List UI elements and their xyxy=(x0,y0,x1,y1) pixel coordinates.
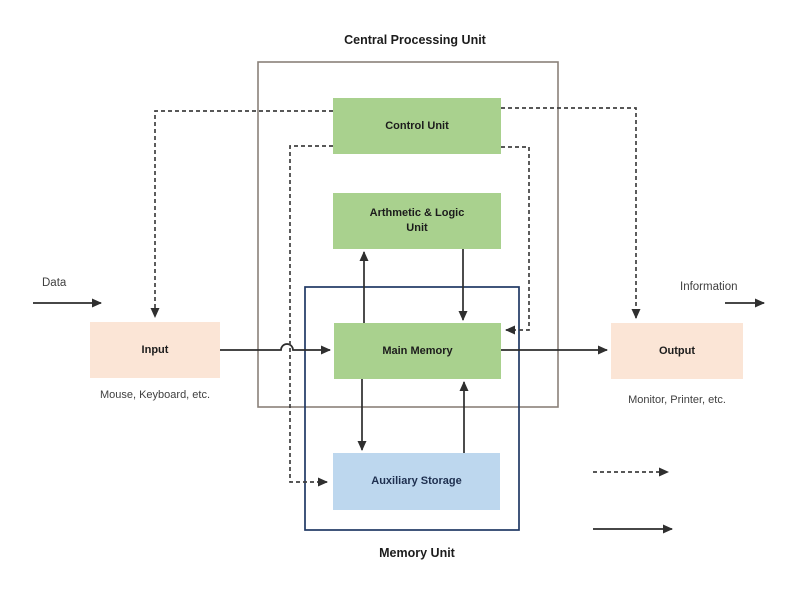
output-caption: Monitor, Printer, etc. xyxy=(628,394,726,406)
memory-unit-title: Memory Unit xyxy=(379,546,455,560)
input-box: Input xyxy=(90,322,220,378)
control-to-main-memory-dashed-arrow xyxy=(501,146,530,335)
cpu-title: Central Processing Unit xyxy=(344,33,486,47)
input-label: Input xyxy=(141,343,169,356)
control-to-output-dashed-arrow xyxy=(501,107,641,319)
cpu-boundary xyxy=(257,61,559,408)
alu-label-line2: Unit xyxy=(406,222,428,234)
control-unit-label: Control Unit xyxy=(385,119,449,132)
control-unit-box: Control Unit xyxy=(333,98,501,154)
output-label: Output xyxy=(658,344,696,357)
control-to-auxiliary-dashed-arrow xyxy=(289,145,333,487)
information-label: Information xyxy=(680,281,738,293)
auxiliary-storage-label: Auxiliary Storage xyxy=(371,475,462,488)
memory-unit-boundary xyxy=(304,286,520,531)
input-to-main-memory-arrow xyxy=(220,343,331,355)
main-memory-box: Main Memory xyxy=(334,323,501,379)
data-label: Data xyxy=(42,277,67,289)
alu-box: Arthmetic & Logic Unit xyxy=(333,193,501,249)
main-memory-label: Main Memory xyxy=(382,344,453,357)
control-to-input-dashed-arrow xyxy=(150,110,333,318)
output-box: Output xyxy=(611,323,743,379)
alu-label-line1: Arthmetic & Logic xyxy=(369,207,465,220)
auxiliary-storage-box: Auxiliary Storage xyxy=(333,453,500,510)
input-caption: Mouse, Keyboard, etc. xyxy=(99,389,211,401)
